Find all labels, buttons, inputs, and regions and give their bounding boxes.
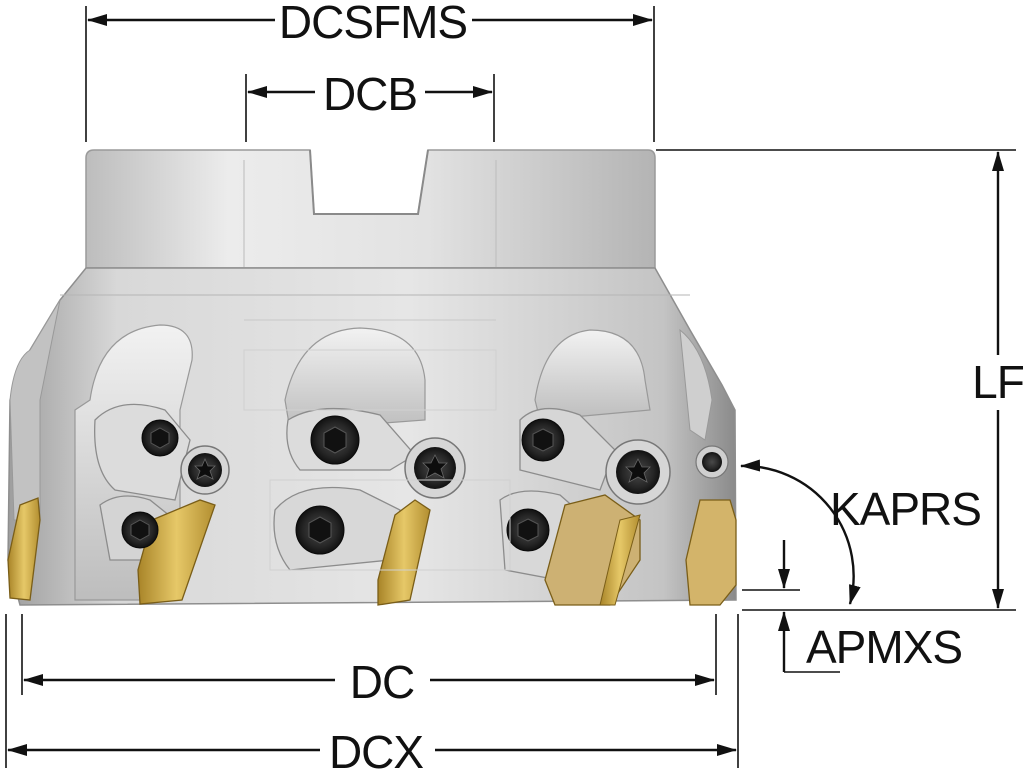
label-kaprs: KAPRS	[830, 483, 981, 535]
chip-pocket-2	[284, 327, 426, 431]
chip-pocket-3	[534, 329, 651, 421]
insert-3	[377, 499, 431, 606]
chip-pocket-left	[9, 299, 61, 521]
label-lf: LF	[972, 356, 1024, 408]
label-dcb: DCB	[323, 68, 417, 120]
chip-pocket-4	[679, 328, 713, 441]
key-slot	[309, 149, 429, 215]
screws	[121, 415, 729, 555]
hub-top	[85, 149, 656, 269]
label-dcsfms: DCSFMS	[279, 0, 467, 48]
insert-5	[599, 514, 641, 606]
dimensions: DCSFMS DCB LF KAPRS APMXS DC DCX	[5, 0, 1024, 773]
cutter-body	[7, 149, 737, 606]
label-dc: DC	[350, 656, 414, 708]
insert-6	[685, 499, 737, 606]
label-apmxs: APMXS	[806, 621, 962, 673]
insert-1	[7, 497, 41, 601]
label-dcx: DCX	[329, 726, 423, 773]
